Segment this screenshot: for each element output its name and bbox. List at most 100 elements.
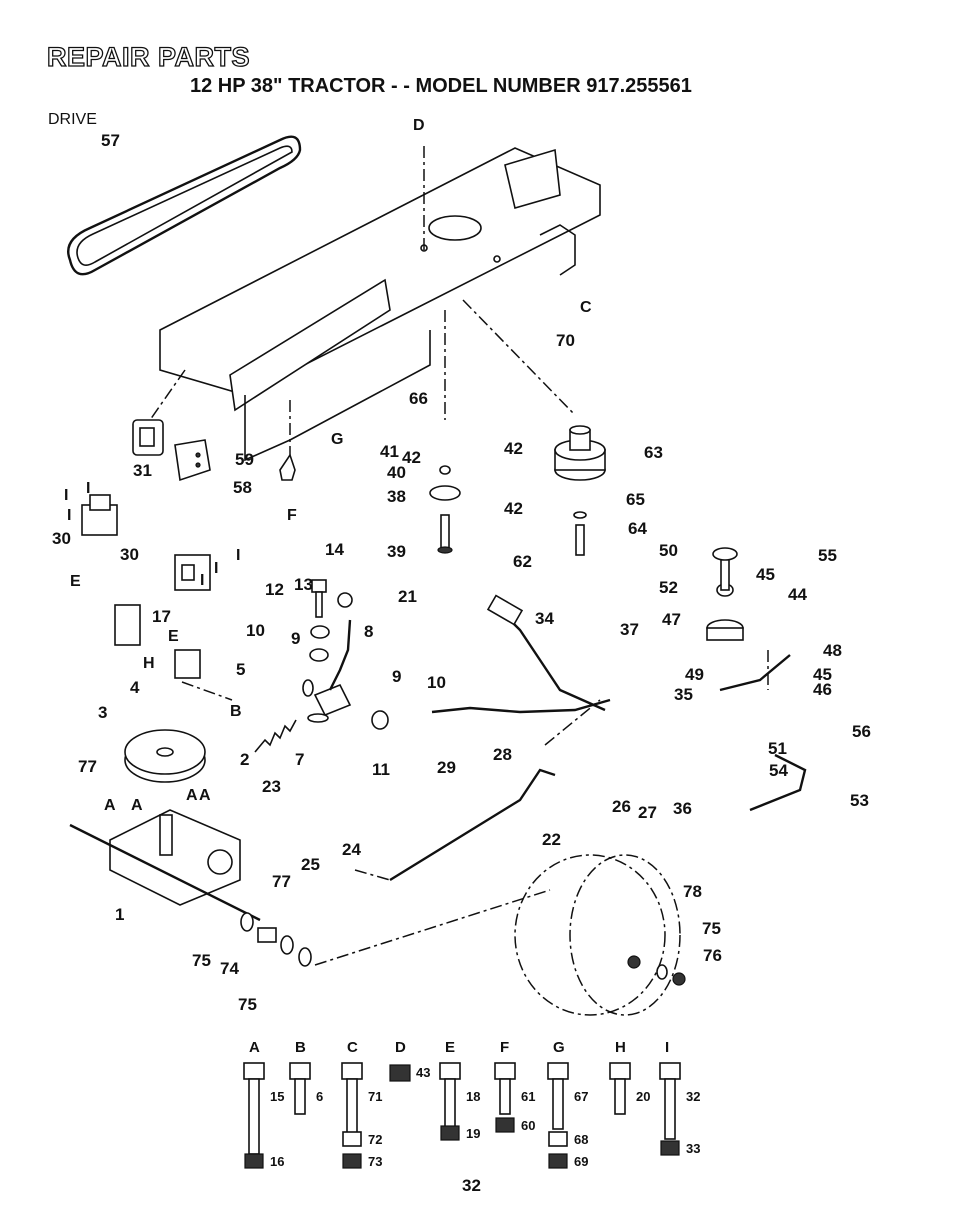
ref-letter-F: F bbox=[287, 507, 297, 524]
callout-30: 30 bbox=[120, 545, 139, 564]
callout-42: 42 bbox=[504, 499, 523, 518]
page-title: REPAIR PARTS bbox=[46, 41, 251, 72]
callout-44: 44 bbox=[788, 585, 807, 604]
callout-59: 59 bbox=[235, 450, 254, 469]
callout-27: 27 bbox=[638, 803, 657, 822]
callout-25: 25 bbox=[301, 855, 320, 874]
ref-letter-A: A bbox=[199, 787, 211, 804]
bolt-shaft bbox=[552, 1078, 564, 1130]
spring-2 bbox=[254, 719, 297, 753]
ref-letter-A: A bbox=[104, 797, 116, 814]
hardware-part-6: 6 bbox=[316, 1089, 323, 1104]
callout-75: 75 bbox=[192, 951, 211, 970]
callout-77: 77 bbox=[78, 757, 97, 776]
callout-13: 13 bbox=[294, 575, 313, 594]
callout-40: 40 bbox=[387, 463, 406, 482]
ref-letter-G: G bbox=[331, 431, 343, 448]
clip-59 bbox=[279, 453, 296, 481]
callout-54: 54 bbox=[769, 761, 788, 780]
callout-38: 38 bbox=[387, 487, 406, 506]
callout-4: 4 bbox=[130, 678, 140, 697]
callout-63: 63 bbox=[644, 443, 663, 462]
callout-22: 22 bbox=[542, 830, 561, 849]
bracket-31 bbox=[132, 419, 164, 456]
callout-14: 14 bbox=[325, 540, 344, 559]
pulley-3 bbox=[124, 729, 206, 783]
bolt-head bbox=[341, 1062, 363, 1080]
callout-31: 31 bbox=[133, 461, 152, 480]
callout-64: 64 bbox=[628, 519, 647, 538]
callout-28: 28 bbox=[493, 745, 512, 764]
callout-8: 8 bbox=[364, 622, 373, 641]
hardware-letter-A: A bbox=[249, 1039, 260, 1056]
callout-70: 70 bbox=[556, 331, 575, 350]
callout-41: 41 bbox=[380, 442, 399, 461]
callout-56: 56 bbox=[852, 722, 871, 741]
hardware-letter-D: D bbox=[395, 1039, 406, 1056]
hardware-piece bbox=[548, 1131, 568, 1147]
callout-53: 53 bbox=[850, 791, 869, 810]
callout-75: 75 bbox=[238, 995, 257, 1014]
callout-42: 42 bbox=[504, 439, 523, 458]
bolt-shaft bbox=[614, 1078, 626, 1115]
callout-29: 29 bbox=[437, 758, 456, 777]
hardware-letter-B: B bbox=[295, 1039, 306, 1056]
callout-10: 10 bbox=[246, 621, 265, 640]
hardware-part-20: 20 bbox=[636, 1089, 650, 1104]
callout-62: 62 bbox=[513, 552, 532, 571]
callout-57: 57 bbox=[101, 131, 120, 150]
hardware-letter-E: E bbox=[445, 1039, 455, 1056]
hardware-letter-G: G bbox=[553, 1039, 565, 1056]
callout-75: 75 bbox=[702, 919, 721, 938]
ref-letter-I: I bbox=[86, 480, 90, 497]
page-number: 32 bbox=[462, 1176, 481, 1195]
hardware-part-32: 32 bbox=[686, 1089, 700, 1104]
page-subtitle: 12 HP 38" TRACTOR - - MODEL NUMBER 917.2… bbox=[190, 75, 692, 97]
hardware-part-72: 72 bbox=[368, 1132, 382, 1147]
hardware-part-71: 71 bbox=[368, 1089, 382, 1104]
callout-78: 78 bbox=[683, 882, 702, 901]
ref-letter-I: I bbox=[67, 507, 71, 524]
callout-35: 35 bbox=[674, 685, 693, 704]
hardware-letter-I: I bbox=[665, 1039, 669, 1056]
hardware-part-15: 15 bbox=[270, 1089, 284, 1104]
ref-letter-I: I bbox=[214, 560, 218, 577]
callout-9: 9 bbox=[291, 629, 300, 648]
callout-7: 7 bbox=[295, 750, 304, 769]
callout-39: 39 bbox=[387, 542, 406, 561]
bracket-58 bbox=[174, 439, 211, 482]
callout-45: 45 bbox=[756, 565, 775, 584]
hardware-piece bbox=[440, 1125, 460, 1141]
callout-9: 9 bbox=[392, 667, 401, 686]
callout-3: 3 bbox=[98, 703, 107, 722]
callout-47: 47 bbox=[662, 610, 681, 629]
bolt-13 bbox=[302, 579, 353, 697]
bolt-head bbox=[243, 1062, 265, 1080]
pulley-63 bbox=[554, 425, 606, 556]
callout-45: 45 bbox=[813, 665, 832, 684]
hardware-letter-H: H bbox=[615, 1039, 626, 1056]
callout-52: 52 bbox=[659, 578, 678, 597]
callout-50: 50 bbox=[659, 541, 678, 560]
shift-rods bbox=[389, 594, 611, 882]
callout-30: 30 bbox=[52, 529, 71, 548]
section-label: DRIVE bbox=[48, 111, 97, 128]
hardware-part-60: 60 bbox=[521, 1118, 535, 1133]
tractor-frame-drawing bbox=[149, 145, 601, 462]
ref-letter-E: E bbox=[70, 573, 81, 590]
callout-76: 76 bbox=[703, 946, 722, 965]
callout-17: 17 bbox=[152, 607, 171, 626]
ref-letter-I: I bbox=[64, 487, 68, 504]
ref-letter-A: A bbox=[186, 787, 198, 804]
hardware-part-68: 68 bbox=[574, 1132, 588, 1147]
bracket-30-lower bbox=[174, 554, 211, 591]
bracket-17 bbox=[114, 604, 141, 646]
pedal-bracket-7 bbox=[307, 619, 389, 730]
hardware-piece bbox=[244, 1153, 264, 1169]
callout-46: 46 bbox=[813, 680, 832, 699]
ref-letter-I: I bbox=[236, 547, 240, 564]
ref-letter-I: I bbox=[200, 572, 204, 589]
